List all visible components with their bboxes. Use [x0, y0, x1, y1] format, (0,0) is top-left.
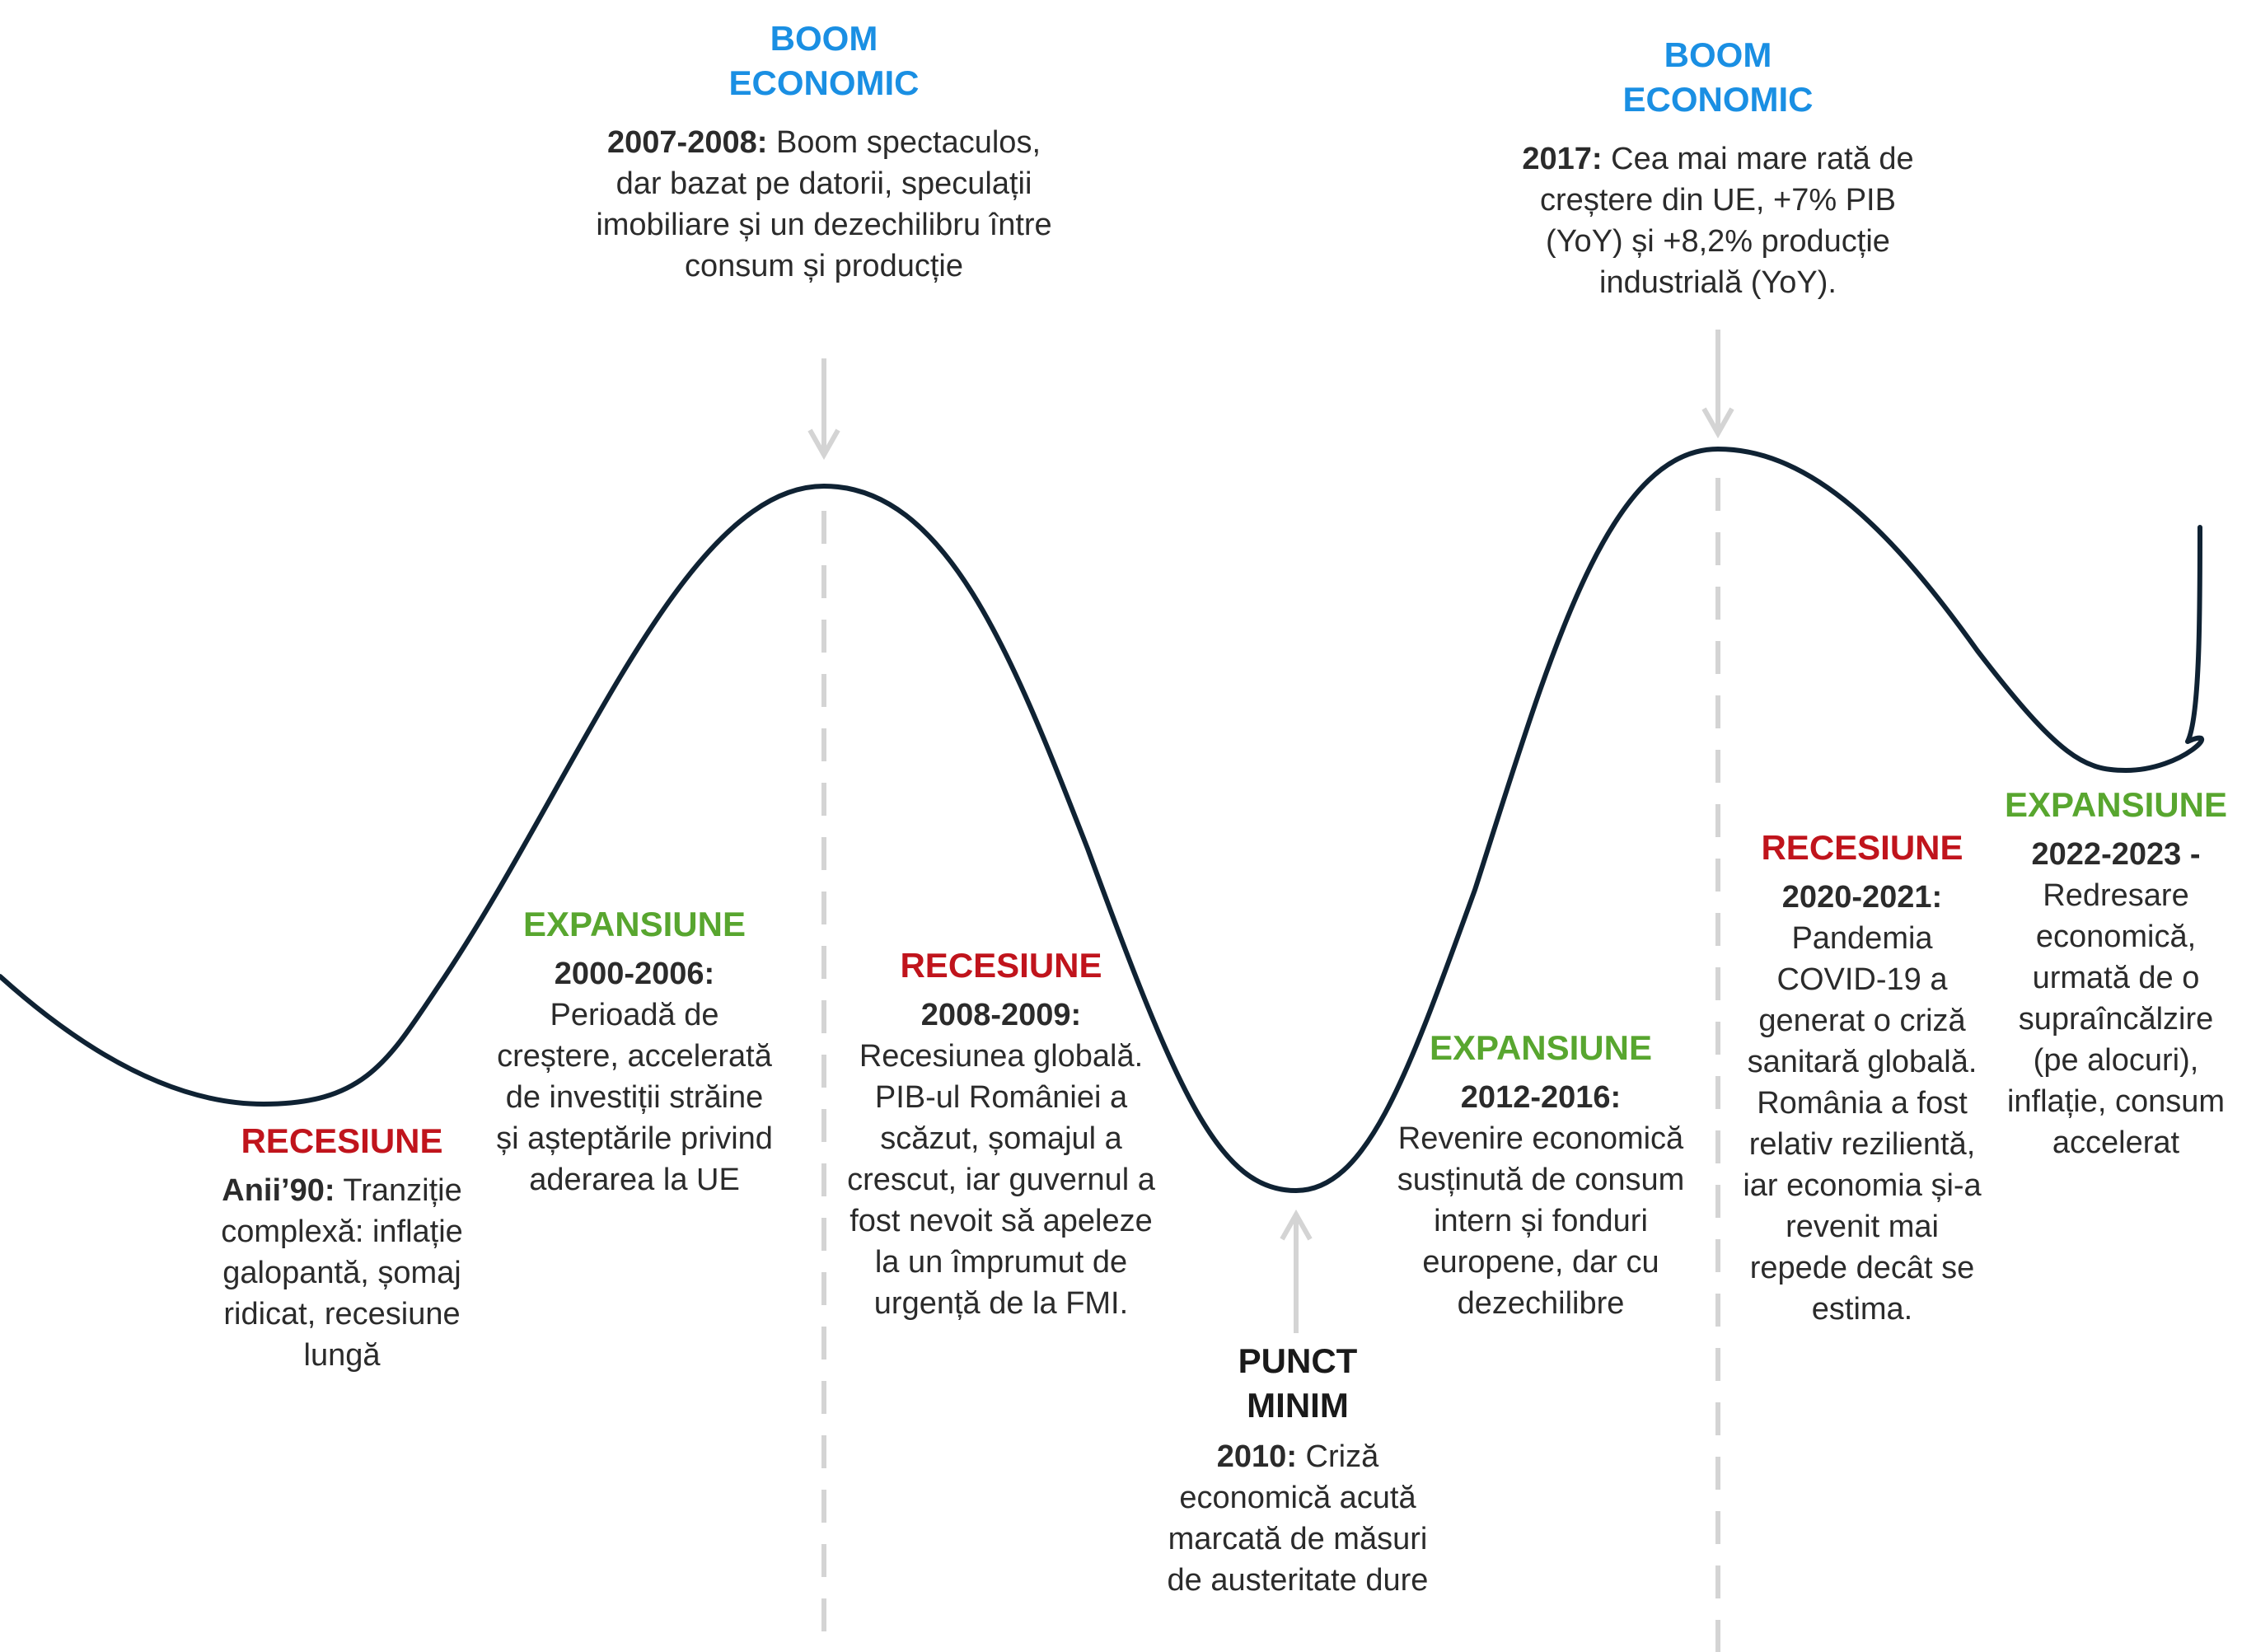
phase-description: 2007-2008: Boom spectaculos, dar bazat p…	[593, 122, 1055, 287]
phase-description: 2017: Cea mai mare rată de creștere din …	[1512, 138, 1924, 303]
arrow-to-2007-peak	[807, 358, 840, 461]
phase-description: 2010: Criză economică acută marcată de m…	[1158, 1436, 1438, 1601]
phase-text: Cea mai mare rată de creștere din UE, +7…	[1540, 142, 1914, 300]
phase-period: Anii’90:	[222, 1173, 335, 1208]
phase-description: 2020-2021: Pandemia COVID-19 a generat o…	[1734, 877, 1990, 1330]
phase-description: Anii’90: Tranziție complexă: inflație ga…	[198, 1170, 486, 1376]
economic-cycle-curve	[0, 447, 2205, 1193]
arrow-to-2010-minimum	[1280, 1209, 1313, 1333]
phase-text: Criză economică acută marcată de măsuri …	[1167, 1439, 1429, 1598]
phase-recession-90s: RECESIUNE Anii’90: Tranziție complexă: i…	[198, 1119, 486, 1376]
phase-heading: RECESIUNE	[241, 1121, 443, 1160]
phase-description: 2000-2006: Perioadă de creștere, acceler…	[494, 953, 775, 1200]
phase-text: Pandemia COVID-19 a generat o criză sani…	[1743, 921, 1982, 1327]
phase-heading: EXPANSIUNE	[1430, 1028, 1652, 1067]
phase-recession-2020: RECESIUNE 2020-2021: Pandemia COVID-19 a…	[1734, 826, 1990, 1330]
phase-description: 2012-2016: Revenire economică susținută …	[1397, 1077, 1685, 1324]
phase-text: Perioadă de creștere, accelerată de inve…	[496, 998, 773, 1197]
phase-period: 2008-2009:	[920, 998, 1082, 1032]
phase-recession-2008: RECESIUNE 2008-2009: Recesiunea globală.…	[836, 943, 1166, 1324]
phase-heading: PUNCT MINIM	[1238, 1341, 1358, 1425]
phase-period: 2010:	[1216, 1439, 1297, 1474]
phase-text: Recesiunea globală. PIB-ul României a sc…	[847, 1039, 1155, 1321]
phase-text: Tranziție complexă: inflație galopantă, …	[221, 1173, 463, 1373]
phase-period: 2012-2016:	[1460, 1080, 1622, 1115]
phase-minimum-2010: PUNCT MINIM 2010: Criză economică acută …	[1158, 1339, 1438, 1601]
arrow-to-2017-peak	[1701, 330, 1734, 439]
phase-expansion-2022: EXPANSIUNE 2022-2023 - Redresare economi…	[1992, 783, 2240, 1163]
phase-boom-2017: BOOM ECONOMIC 2017: Cea mai mare rată de…	[1479, 33, 1957, 303]
phase-heading: BOOM ECONOMIC	[728, 19, 920, 102]
phase-period: 2022-2023 -	[2031, 837, 2201, 872]
phase-text: Boom spectaculos, dar bazat pe datorii, …	[596, 125, 1052, 283]
phase-period: 2000-2006:	[554, 957, 715, 991]
phase-text: Redresare economică, urmată de o supraîn…	[2006, 878, 2225, 1160]
phase-period: 2020-2021:	[1781, 880, 1943, 915]
phase-heading: EXPANSIUNE	[2005, 785, 2227, 824]
phase-period: 2017:	[1522, 142, 1603, 176]
phase-expansion-2000: EXPANSIUNE 2000-2006: Perioadă de crește…	[494, 902, 775, 1200]
phase-period: 2007-2008:	[607, 125, 768, 160]
phase-heading: EXPANSIUNE	[523, 905, 746, 943]
phase-heading: BOOM ECONOMIC	[1622, 35, 1814, 119]
phase-description: 2008-2009: Recesiunea globală. PIB-ul Ro…	[836, 994, 1166, 1324]
phase-heading: RECESIUNE	[900, 946, 1102, 985]
phase-expansion-2012: EXPANSIUNE 2012-2016: Revenire economică…	[1397, 1026, 1685, 1324]
phase-boom-2007: BOOM ECONOMIC 2007-2008: Boom spectaculo…	[577, 16, 1071, 287]
phase-heading: RECESIUNE	[1761, 828, 1963, 867]
phase-text: Revenire economică susținută de consum i…	[1397, 1121, 1685, 1321]
phase-description: 2022-2023 - Redresare economică, urmată …	[1992, 834, 2240, 1163]
